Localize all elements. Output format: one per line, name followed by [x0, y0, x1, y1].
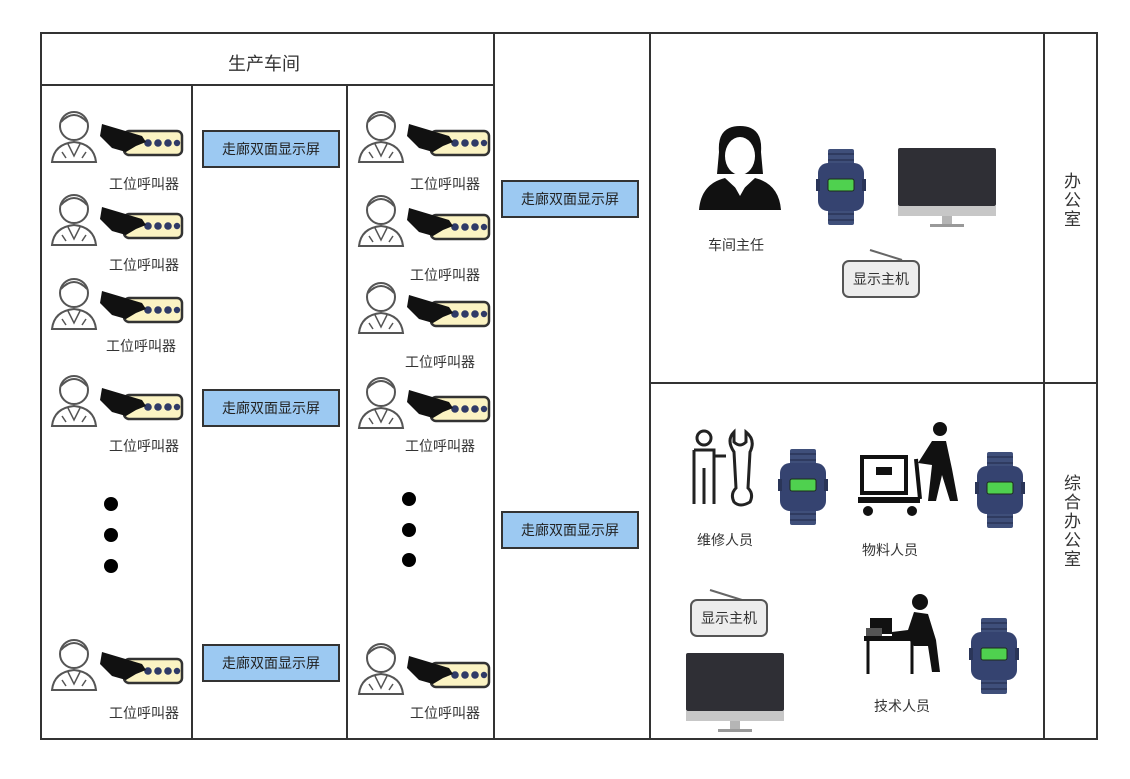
caller-icon	[357, 194, 491, 248]
divider-workshop-end	[493, 32, 495, 740]
technician-label: 技术人员	[874, 699, 930, 715]
smartwatch-icon	[974, 451, 1026, 529]
radio-host-icon	[869, 249, 903, 261]
manager-icon	[699, 126, 781, 210]
caller-icon	[357, 281, 491, 335]
maintenance-label: 维修人员	[697, 533, 753, 549]
display-host: 显示主机	[690, 599, 768, 637]
caller-icon	[357, 376, 491, 430]
material-handler-icon	[858, 422, 958, 516]
smartwatch-icon	[968, 617, 1020, 695]
caller-label: 工位呼叫器	[405, 439, 475, 455]
corridor-screen: 走廊双面显示屏	[202, 130, 340, 168]
caller-icon	[50, 193, 184, 247]
ellipsis-dot	[104, 497, 118, 511]
caller-label: 工位呼叫器	[410, 268, 480, 284]
divider-workshop-title	[40, 84, 495, 86]
corridor-screen: 走廊双面显示屏	[202, 644, 340, 682]
frame-left	[40, 32, 42, 740]
monitor-icon	[686, 653, 784, 732]
frame-top	[40, 32, 1098, 34]
divider-offices	[649, 382, 1098, 384]
caller-icon	[50, 110, 184, 164]
caller-label: 工位呼叫器	[109, 258, 179, 274]
ellipsis-dot	[402, 553, 416, 567]
corridor-screen: 走廊双面显示屏	[501, 511, 639, 549]
ellipsis-dot	[104, 559, 118, 573]
technician-icon	[864, 594, 940, 674]
divider-col-1	[191, 84, 193, 740]
corridor-screen: 走廊双面显示屏	[501, 180, 639, 218]
frame-bottom	[40, 738, 1098, 740]
divider-corridor-end	[649, 32, 651, 740]
caller-label: 工位呼叫器	[410, 177, 480, 193]
ellipsis-dot	[402, 492, 416, 506]
caller-label: 工位呼叫器	[405, 355, 475, 371]
caller-label: 工位呼叫器	[410, 706, 480, 722]
caller-icon	[357, 642, 491, 696]
general-office-title: 综合办公室	[1060, 474, 1080, 569]
ellipsis-dot	[402, 523, 416, 537]
caller-icon	[50, 638, 184, 692]
caller-label: 工位呼叫器	[106, 339, 176, 355]
director-label: 车间主任	[708, 238, 764, 254]
corridor-screen: 走廊双面显示屏	[202, 389, 340, 427]
divider-office-title	[1043, 32, 1045, 740]
divider-col-2	[346, 84, 348, 740]
display-host: 显示主机	[842, 260, 920, 298]
ellipsis-dot	[104, 528, 118, 542]
caller-label: 工位呼叫器	[109, 177, 179, 193]
caller-icon	[50, 374, 184, 428]
frame-right	[1096, 32, 1098, 740]
caller-label: 工位呼叫器	[109, 706, 179, 722]
caller-icon	[50, 277, 184, 331]
material-label: 物料人员	[862, 543, 918, 559]
caller-icon	[357, 110, 491, 164]
smartwatch-icon	[815, 148, 867, 226]
office-title: 办公室	[1060, 172, 1080, 229]
workshop-title: 生产车间	[228, 54, 300, 75]
radio-host-icon	[709, 589, 743, 601]
caller-label: 工位呼叫器	[109, 439, 179, 455]
mechanic-icon	[692, 428, 754, 507]
monitor-icon	[898, 148, 996, 227]
smartwatch-icon	[777, 448, 829, 526]
